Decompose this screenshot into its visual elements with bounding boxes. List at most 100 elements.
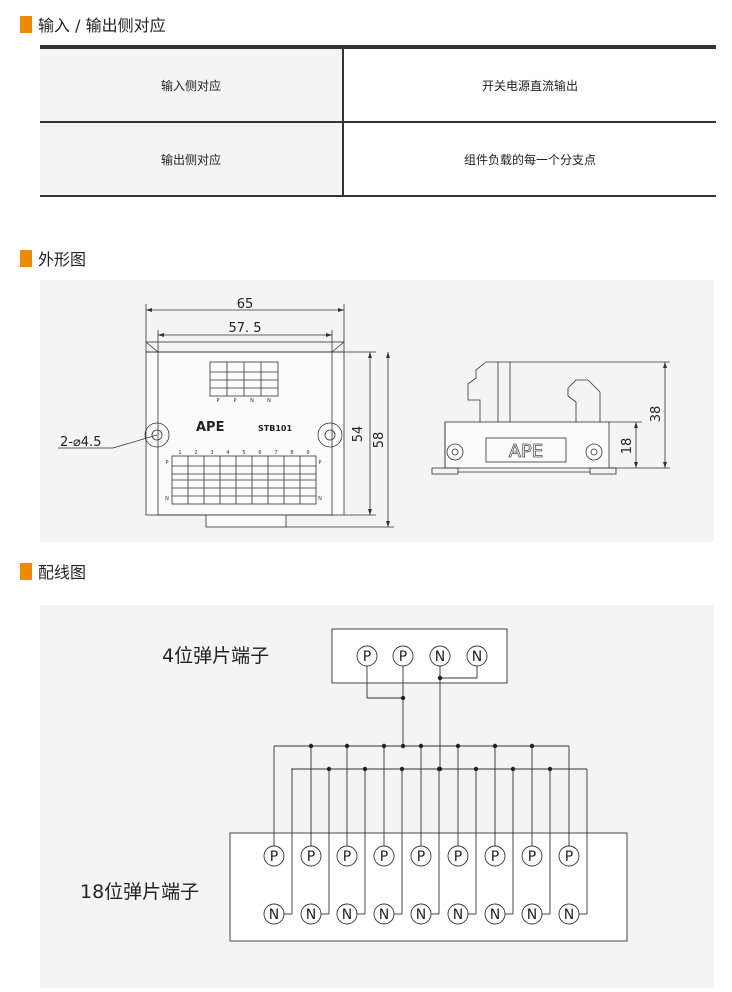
- terminal-p: P: [392, 645, 414, 667]
- terminal-label: N: [472, 649, 482, 665]
- terminal-n: N: [484, 903, 506, 925]
- terminal-label: N: [564, 907, 574, 923]
- side-p-label: P: [318, 460, 321, 466]
- terminal-ring: [466, 645, 488, 667]
- pin-number: 5: [242, 450, 245, 456]
- junction-dot: [492, 743, 498, 749]
- terminal-ring: [558, 903, 580, 925]
- terminal-ring: [373, 845, 395, 867]
- terminal-label: P: [270, 849, 278, 865]
- terminal-n: N: [300, 903, 322, 925]
- terminal-label: N: [453, 907, 463, 923]
- terminal-ring: [300, 845, 322, 867]
- terminal-ring: [392, 645, 414, 667]
- table-row: 输入侧对应 开关电源直流输出: [40, 45, 716, 123]
- side-view: [431, 361, 670, 475]
- side-n-label: N: [165, 496, 169, 502]
- terminal-ring: [373, 903, 395, 925]
- pin-number: 7: [274, 450, 277, 456]
- terminal-label: P: [454, 849, 462, 865]
- junction-dot: [547, 766, 553, 772]
- brand-label: APE: [196, 420, 224, 435]
- terminal-n: N: [263, 903, 285, 925]
- junction-dot: [437, 675, 443, 681]
- terminal-p: P: [373, 845, 395, 867]
- terminal-label: N: [306, 907, 316, 923]
- side-n-label: N: [318, 496, 322, 502]
- terminal-p: P: [300, 845, 322, 867]
- section-title-text: 输入 / 输出侧对应: [38, 16, 166, 35]
- junction-dot: [344, 743, 350, 749]
- terminal-ring: [447, 903, 469, 925]
- terminal-label: P: [363, 649, 371, 665]
- model-label: STB101: [258, 424, 292, 433]
- terminal-p: P: [447, 845, 469, 867]
- terminal-n: N: [447, 903, 469, 925]
- dim-18-label: 18: [620, 438, 635, 455]
- section-marker: [20, 249, 32, 267]
- terminal-ring: [558, 845, 580, 867]
- table-cell-desc: 组件负载的每一个分支点: [343, 122, 716, 197]
- section-title-wiring: 配线图: [20, 559, 86, 583]
- junction-dot: [400, 695, 406, 701]
- terminal-ring: [300, 903, 322, 925]
- terminal-label: N: [379, 907, 389, 923]
- terminal-ring: [521, 845, 543, 867]
- table-cell-side: 输出侧对应: [40, 122, 344, 197]
- junction-dot: [326, 766, 332, 772]
- terminal-p: P: [336, 845, 358, 867]
- terminal-label: P: [565, 849, 573, 865]
- dim-58-label: 58: [372, 432, 387, 449]
- top-terminal-label: P: [216, 398, 219, 404]
- terminal-ring: [356, 645, 378, 667]
- section-title-text: 外形图: [38, 250, 87, 269]
- hole-callout-label: 2-⌀4.5: [60, 435, 101, 450]
- pin-number: 4: [226, 450, 229, 456]
- label-18-pin: 18位弹片端子: [80, 881, 199, 903]
- terminal-n: N: [466, 645, 488, 667]
- junction-dot: [437, 766, 443, 772]
- junction-dot: [455, 743, 461, 749]
- junction-dot: [529, 743, 535, 749]
- terminal-ring: [336, 845, 358, 867]
- terminal-label: P: [417, 849, 425, 865]
- side-p-label: P: [165, 460, 168, 466]
- terminal-label: P: [491, 849, 499, 865]
- pin-number: 2: [194, 450, 197, 456]
- section-title-text: 配线图: [38, 563, 87, 582]
- wires: [273, 666, 588, 915]
- section-title-outline: 外形图: [20, 246, 86, 270]
- terminal-n: N: [558, 903, 580, 925]
- dim-57-5-label: 57. 5: [228, 321, 261, 336]
- pin-number: 9: [306, 450, 309, 456]
- terminal-ring: [336, 903, 358, 925]
- terminal-ring: [263, 903, 285, 925]
- top-terminal-label: P: [233, 398, 236, 404]
- outline-drawing-panel: 65 57. 5 54 58 2-⌀4.5 APE STB101 P P N N…: [40, 280, 714, 542]
- terminal-ring: [521, 903, 543, 925]
- pin-number: 8: [290, 450, 293, 456]
- terminal-label: N: [490, 907, 500, 923]
- terminal-ring: [484, 903, 506, 925]
- label-4-pin: 4位弹片端子: [162, 645, 269, 667]
- pin-number: 6: [258, 450, 261, 456]
- terminal-n: N: [429, 645, 451, 667]
- terminal-ring: [429, 645, 451, 667]
- junction-dot: [473, 766, 479, 772]
- terminal-p: P: [410, 845, 432, 867]
- table-cell-desc: 开关电源直流输出: [343, 45, 716, 123]
- pin-number: 1: [178, 450, 181, 456]
- terminal-p: P: [263, 845, 285, 867]
- section-title-io: 输入 / 输出侧对应: [20, 12, 166, 36]
- table-cell-side: 输入侧对应: [40, 45, 344, 123]
- junction-dot: [362, 766, 368, 772]
- terminal-label: P: [380, 849, 388, 865]
- section-marker: [20, 15, 32, 33]
- terminal-p: P: [356, 645, 378, 667]
- terminal-label: N: [527, 907, 537, 923]
- top-terminal-label: N: [267, 398, 271, 404]
- junction-dot: [418, 743, 424, 749]
